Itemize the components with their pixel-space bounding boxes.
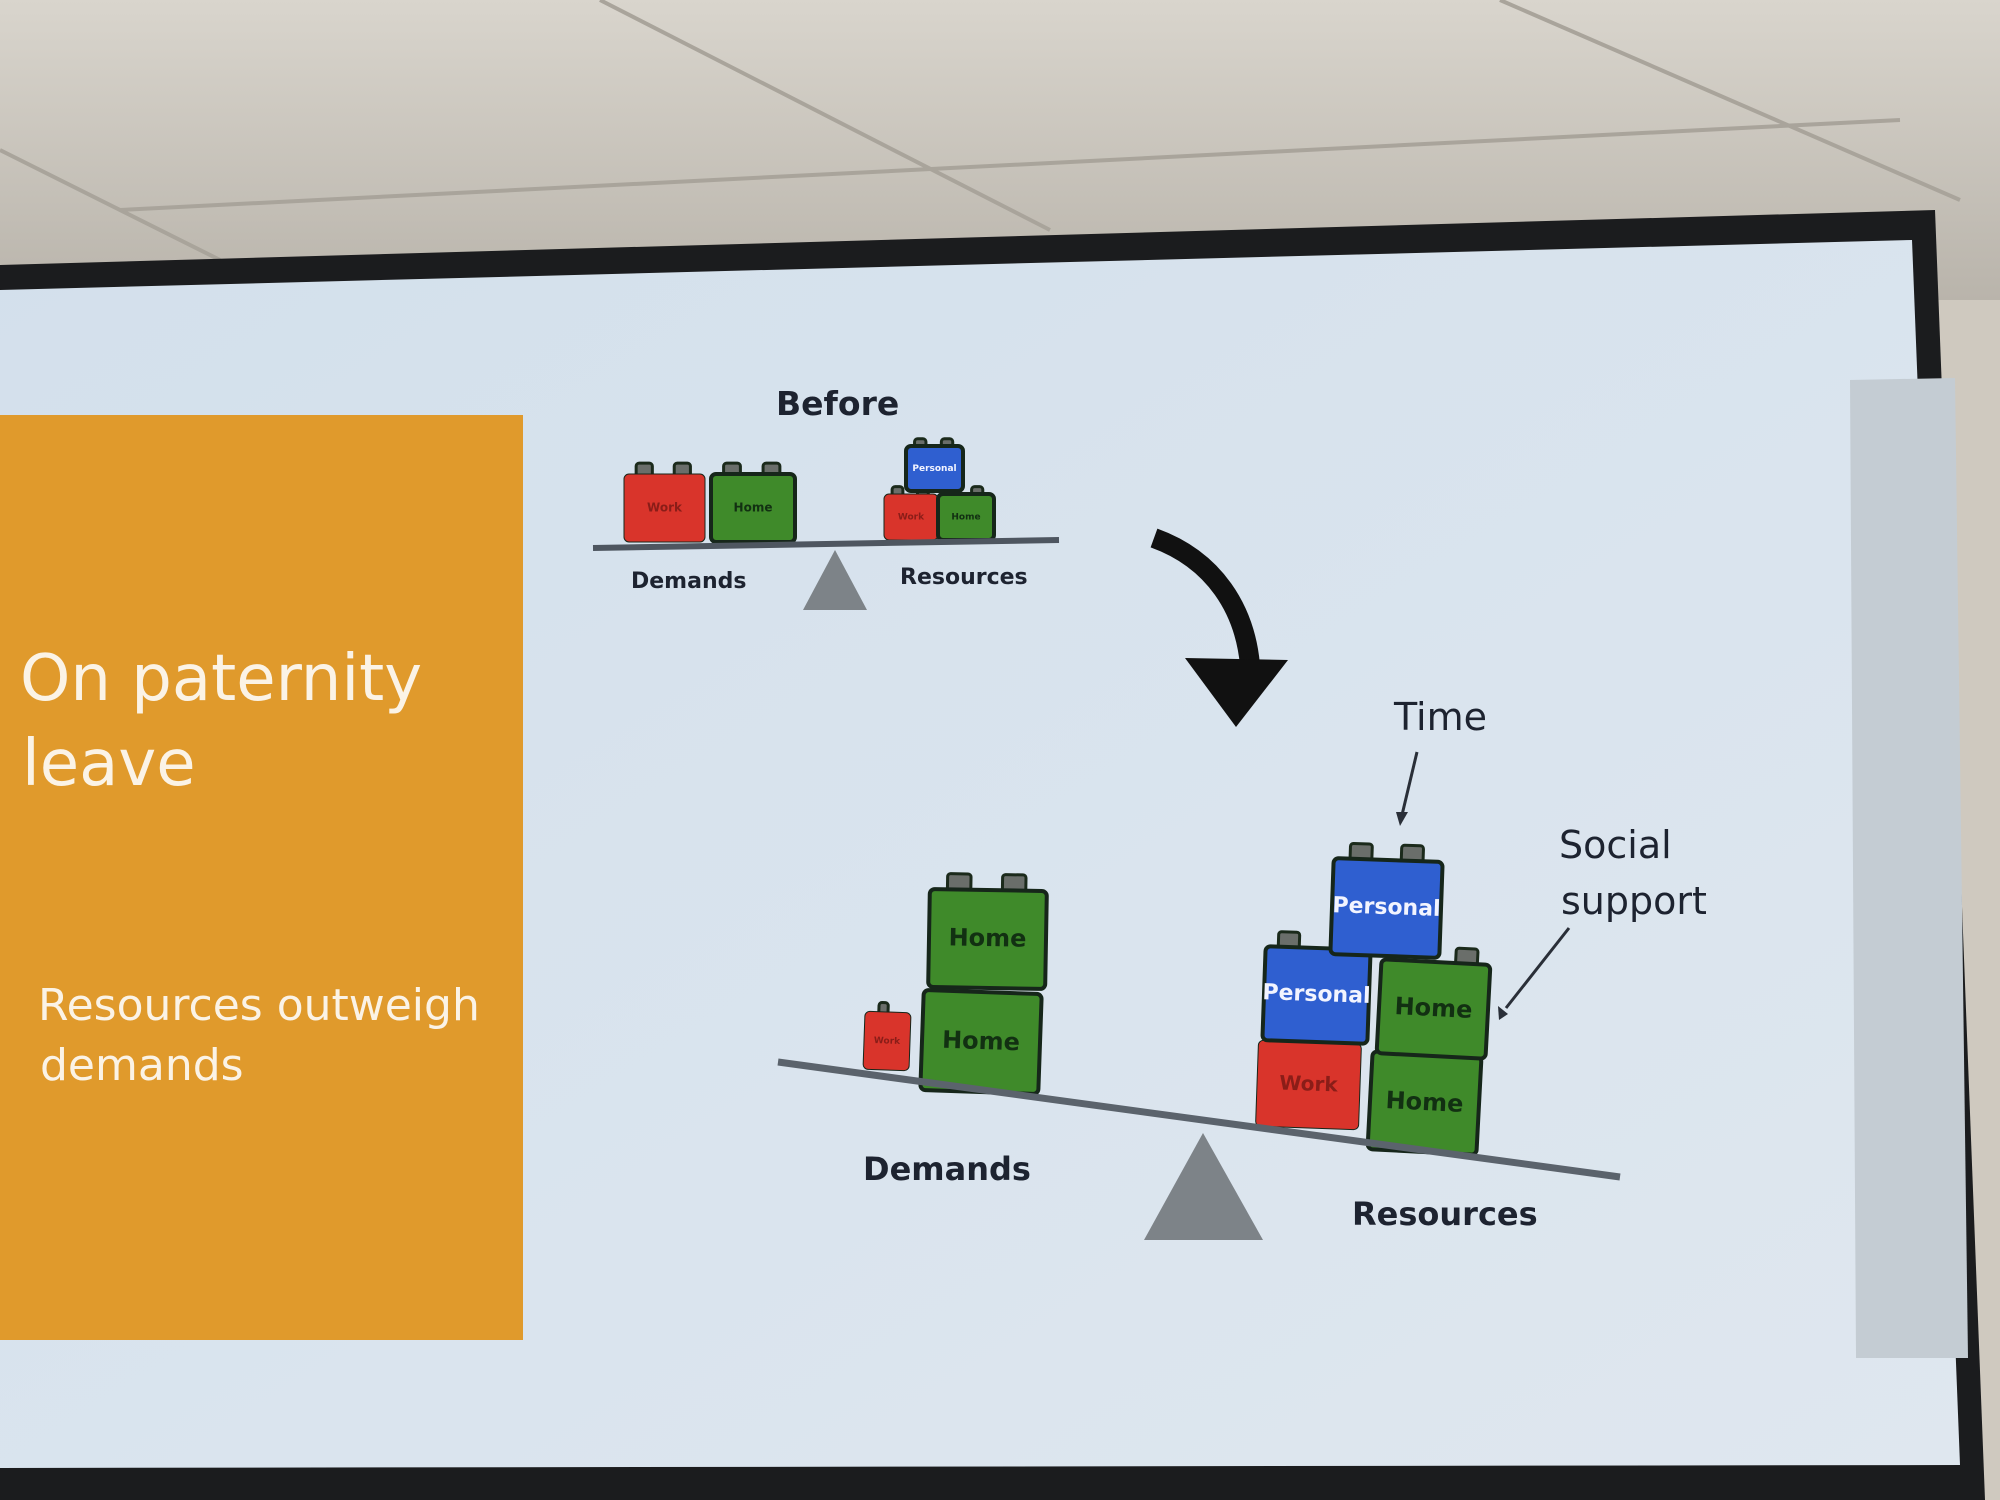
block-work: Work [623, 461, 706, 543]
block-label: Home [948, 923, 1026, 952]
block-personal: Personal [1260, 930, 1373, 1046]
block-label: Work [647, 501, 683, 515]
before-fulcrum [803, 550, 867, 610]
block-work: Work [883, 485, 939, 541]
social-support-arrowhead-icon [1498, 1006, 1508, 1020]
block-label: Home [734, 501, 773, 515]
block-label: Home [1394, 992, 1473, 1024]
block-body [904, 444, 965, 493]
annotation-social-line2: support [1561, 879, 1707, 923]
block-label: Work [1279, 1070, 1339, 1096]
after-balance-beam [777, 1058, 1621, 1181]
block-work: Work [862, 1001, 912, 1072]
slide-title-line1: On paternity [20, 642, 422, 716]
slide-side-bar [1850, 378, 1968, 1358]
ceiling-tile-grid [0, 0, 1961, 262]
block-body [926, 887, 1049, 991]
before-heading: Before [776, 384, 899, 423]
before-balance-beam [592, 537, 1060, 551]
block-personal: Personal [904, 437, 965, 493]
block-label: Personal [1332, 893, 1441, 922]
before-demands-label: Demands [631, 569, 746, 594]
block-body [1374, 957, 1493, 1061]
block-label: Work [898, 513, 925, 523]
block-home: Home [709, 461, 797, 544]
title-panel [0, 415, 523, 1340]
block-home: Home [926, 872, 1049, 991]
before-resources-label: Resources [900, 565, 1028, 590]
block-label: Personal [912, 464, 956, 474]
block-home: Home [936, 485, 996, 542]
after-resources-label: Resources [1352, 1195, 1538, 1233]
block-body [709, 472, 797, 544]
time-arrow-icon [1400, 751, 1419, 816]
after-demands-label: Demands [863, 1150, 1031, 1188]
time-arrowhead-icon [1396, 812, 1408, 826]
block-home: Home [918, 988, 1044, 1096]
transition-arrow-icon [1150, 528, 1288, 727]
block-home: Home [1365, 1049, 1484, 1157]
block-label: Home [942, 1026, 1021, 1057]
block-label: Home [1385, 1086, 1464, 1118]
annotation-social-line1: Social [1559, 823, 1672, 867]
block-body [1328, 856, 1445, 960]
block-personal: Personal [1328, 841, 1445, 960]
block-home: Home [1374, 946, 1493, 1061]
block-body [862, 1010, 912, 1072]
block-label: Work [874, 1036, 902, 1047]
slide-subtitle-line1: Resources outweigh [38, 980, 480, 1031]
block-body [1260, 944, 1373, 1046]
after-fulcrum [1144, 1133, 1263, 1240]
slide-title-line2: leave [22, 727, 196, 801]
block-label: Home [951, 513, 980, 523]
annotation-time: Time [1393, 695, 1487, 739]
social-support-arrow-icon [1504, 927, 1571, 1009]
block-label: Personal [1262, 980, 1371, 1009]
slide-subtitle-line2: demands [40, 1040, 244, 1091]
block-work: Work [1255, 1039, 1362, 1131]
block-body [623, 473, 706, 543]
